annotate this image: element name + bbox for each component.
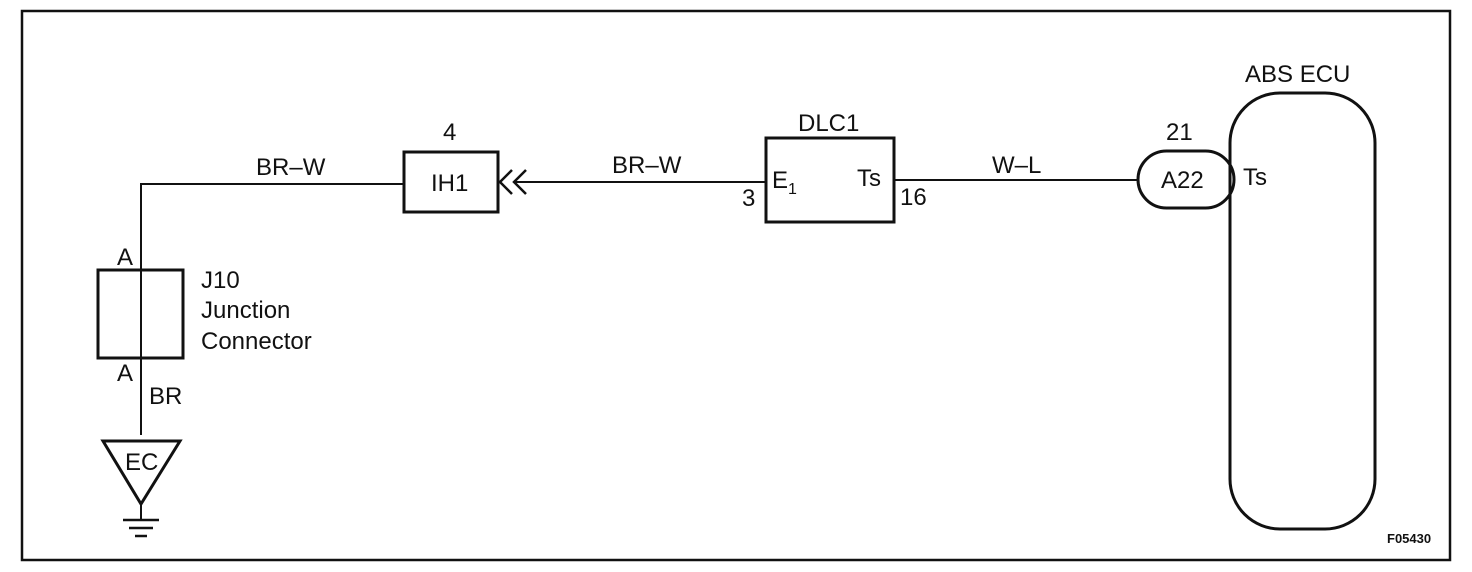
- abs-ecu-terminal: Ts: [1243, 164, 1267, 191]
- connector-dlc1-title: DLC1: [798, 110, 859, 137]
- abs-ecu-title: ABS ECU: [1245, 61, 1350, 88]
- connector-ih1: [402, 150, 500, 214]
- junction-desc-line1: Junction: [201, 297, 290, 324]
- dlc1-terminal-e: E: [772, 167, 788, 194]
- figure-code: F05430: [1387, 531, 1431, 546]
- connector-ih1-pin: 4: [443, 119, 456, 146]
- junction-desc-line2: Connector: [201, 328, 312, 355]
- diagram-frame: [20, 9, 1452, 562]
- wire-color-label-ground: BR: [149, 383, 182, 410]
- connector-dlc1: [764, 136, 896, 224]
- junction-pin-top: A: [117, 244, 133, 271]
- wire-j10-to-ih1: [140, 183, 404, 435]
- connector-dlc1-terminal-right: Ts: [857, 165, 881, 192]
- junction-connector-j10: [96, 268, 185, 360]
- connector-a22-label: A22: [1161, 167, 1204, 194]
- connector-dlc1-pin-left: 3: [742, 185, 755, 212]
- dlc1-terminal-e-subscript: 1: [788, 181, 797, 198]
- inline-connector-chevron-icon: [498, 169, 527, 195]
- connector-a22-pin: 21: [1166, 119, 1193, 146]
- connector-dlc1-pin-right: 16: [900, 184, 927, 211]
- wire-color-label-dlc1-a22: W–L: [992, 152, 1041, 179]
- ground-label: EC: [125, 449, 158, 476]
- ground-symbol-icon: [123, 518, 159, 538]
- ground-triangle: [100, 439, 183, 507]
- junction-pin-bottom: A: [117, 360, 133, 387]
- abs-ecu-body: [1228, 91, 1377, 531]
- connector-a22: [1136, 149, 1236, 210]
- junction-name: J10: [201, 267, 240, 294]
- connector-ih1-label: IH1: [431, 170, 468, 197]
- wire-color-label-ih1-dlc1: BR–W: [612, 152, 682, 179]
- wire-color-label-j10-ih1: BR–W: [256, 154, 326, 181]
- connector-dlc1-terminal-left: E1: [772, 167, 797, 198]
